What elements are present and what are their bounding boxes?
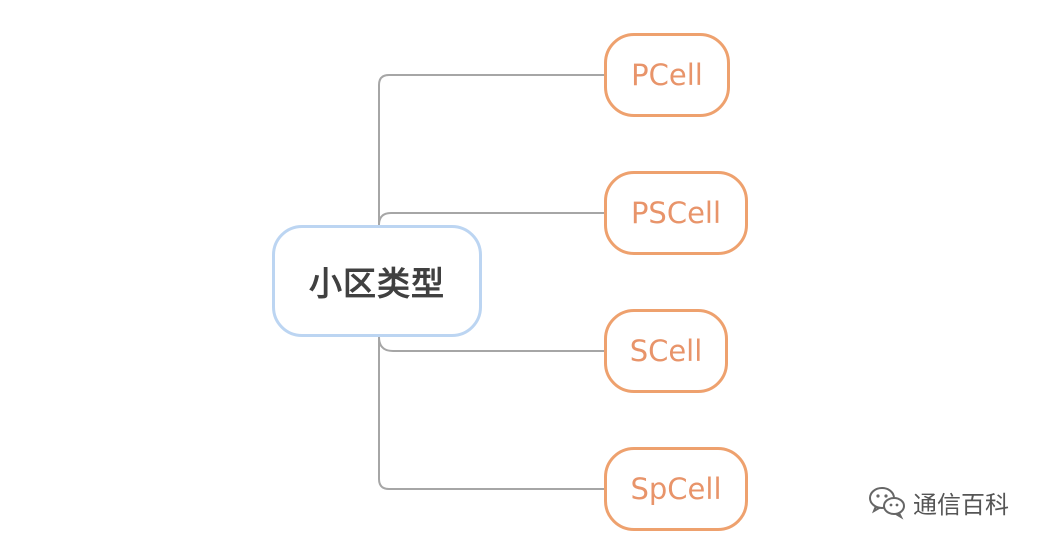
watermark-text: 通信百科 bbox=[913, 490, 1009, 519]
child-node-label: SCell bbox=[629, 334, 703, 368]
wechat-icon bbox=[869, 487, 905, 520]
connector-to-spcell bbox=[378, 337, 606, 490]
connector-to-pscell bbox=[378, 212, 606, 226]
connector-to-scell bbox=[378, 336, 606, 352]
child-node-spcell: SpCell bbox=[604, 447, 748, 531]
root-node-label: 小区类型 bbox=[309, 264, 445, 303]
connector-to-pcell bbox=[378, 74, 606, 225]
watermark: 通信百科 bbox=[867, 484, 1009, 520]
child-node-label: SpCell bbox=[630, 472, 722, 506]
root-node: 小区类型 bbox=[272, 225, 482, 337]
child-node-pscell: PSCell bbox=[604, 171, 748, 255]
child-node-label: PSCell bbox=[630, 196, 722, 230]
child-node-scell: SCell bbox=[604, 309, 728, 393]
child-node-label: PCell bbox=[631, 58, 703, 92]
child-node-pcell: PCell bbox=[604, 33, 730, 117]
